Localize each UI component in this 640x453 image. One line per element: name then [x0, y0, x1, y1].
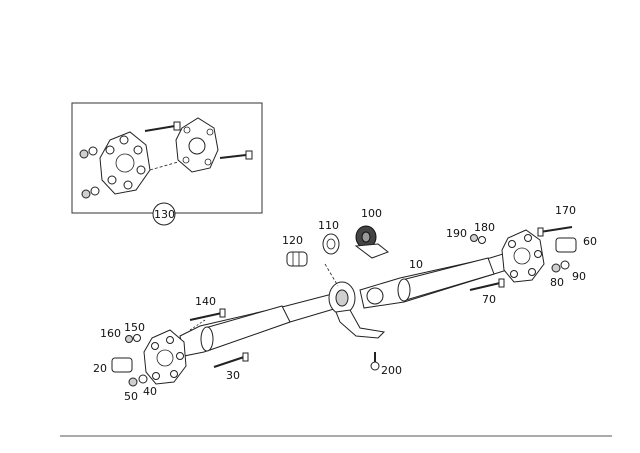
callout-200: 200 [381, 364, 402, 377]
callout-70: 70 [482, 293, 496, 306]
callout-100: 100 [361, 207, 382, 220]
front-flex-disc [143, 329, 187, 385]
inset-flange [175, 117, 219, 173]
part-70-bolt [469, 278, 505, 291]
part-160-150-nuts [125, 334, 141, 343]
rear-flex-disc [501, 229, 545, 283]
part-20-sleeve [111, 357, 133, 373]
callout-60: 60 [583, 235, 597, 248]
inset-nuts [79, 146, 100, 199]
inset-bolts [144, 121, 253, 160]
callout-190: 190 [446, 227, 467, 240]
part-120-boot [286, 251, 308, 267]
part-60-sleeve [555, 237, 577, 253]
callout-10: 10 [409, 258, 423, 271]
callout-110: 110 [318, 219, 339, 232]
callout-130-circle [152, 202, 176, 226]
inset-detail-box [71, 102, 263, 214]
callout-130: 130 [154, 208, 175, 221]
callout-80: 80 [550, 276, 564, 289]
callout-50: 50 [124, 390, 138, 403]
part-100-bearing [354, 225, 389, 259]
inset-flex-disc [99, 131, 151, 195]
part-170-bolt [537, 226, 573, 237]
part-80-90-nuts [551, 260, 570, 273]
part-200-bolt [370, 352, 380, 371]
part-190-180-nuts [470, 234, 486, 244]
center-bearing-bracket [328, 281, 386, 339]
callout-150: 150 [124, 321, 145, 334]
callout-140: 140 [195, 295, 216, 308]
part-140-bolt [189, 308, 226, 321]
callout-30: 30 [226, 369, 240, 382]
callout-20: 20 [93, 362, 107, 375]
callout-90: 90 [572, 270, 586, 283]
callout-170: 170 [555, 204, 576, 217]
part-110-ring [322, 233, 340, 255]
callout-160: 160 [100, 327, 121, 340]
callout-180: 180 [474, 221, 495, 234]
callout-40: 40 [143, 385, 157, 398]
part-30-bolt [213, 352, 249, 368]
callout-120: 120 [282, 234, 303, 247]
part-50-40-nuts [128, 374, 148, 387]
rear-propeller-shaft [359, 249, 521, 309]
